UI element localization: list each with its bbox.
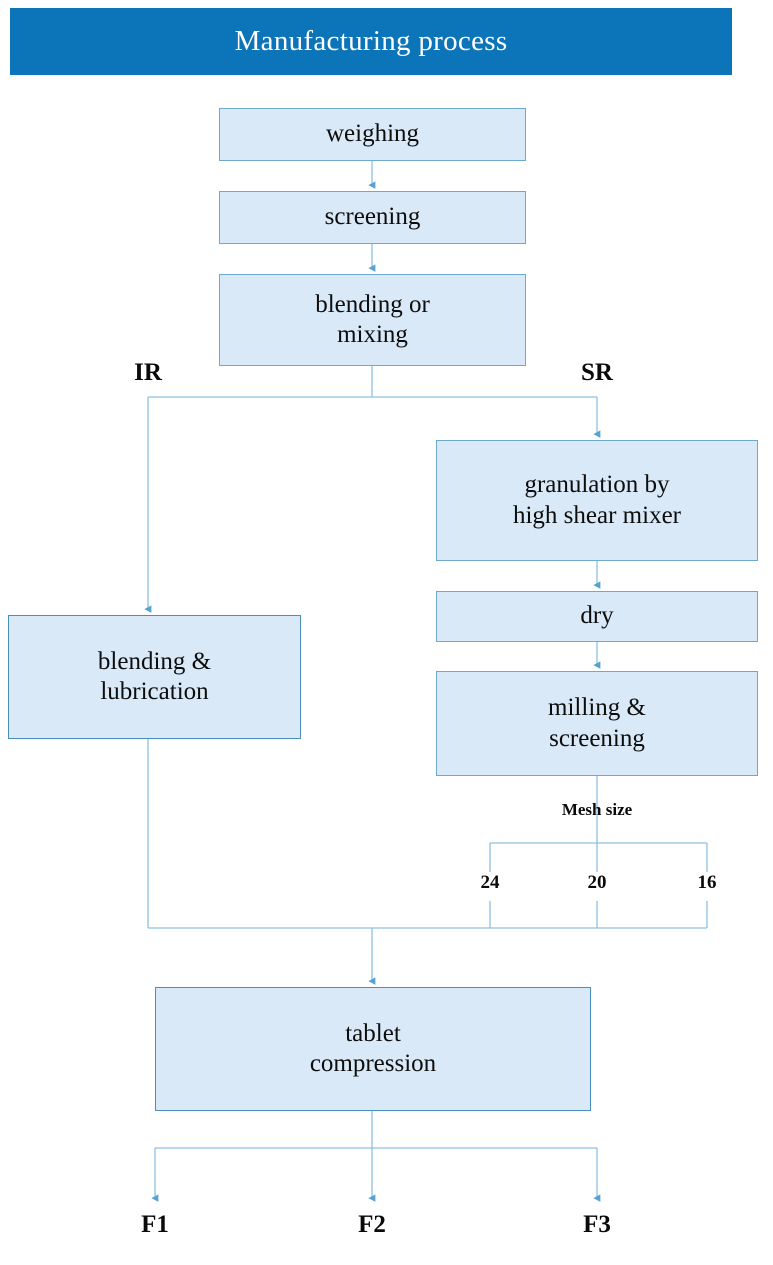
node-blending-lubrication-label: blending & lubrication xyxy=(92,647,217,708)
node-dry[interactable]: dry xyxy=(436,591,758,642)
mesh-size-20: 20 xyxy=(587,872,607,893)
node-blending-or-mixing[interactable]: blending or mixing xyxy=(219,274,526,366)
page-title: Manufacturing process xyxy=(234,25,508,57)
node-milling-screening-line1: milling & xyxy=(548,694,646,721)
node-blending-lubrication[interactable]: blending & lubrication xyxy=(8,615,301,739)
node-milling-screening[interactable]: milling & screening xyxy=(436,671,758,776)
output-f3: F3 xyxy=(583,1211,611,1238)
node-granulation-line2: high shear mixer xyxy=(512,501,681,529)
header-bar: Manufacturing process xyxy=(10,8,732,75)
mesh-size-title: Mesh size xyxy=(561,800,633,819)
node-granulation-label: granulation by high shear mixer xyxy=(507,470,687,531)
node-tablet-compression-line2: compression xyxy=(309,1050,437,1077)
node-blending-lubrication-line2: lubrication xyxy=(100,678,209,705)
node-milling-screening-label: milling & screening xyxy=(542,693,652,754)
node-weighing[interactable]: weighing xyxy=(219,108,526,161)
node-tablet-compression-line1: tablet xyxy=(345,1019,401,1047)
node-tablet-compression[interactable]: tablet compression xyxy=(155,987,591,1111)
node-granulation[interactable]: granulation by high shear mixer xyxy=(436,440,758,561)
node-granulation-line1: granulation by xyxy=(524,471,670,498)
node-tablet-compression-label: tablet compression xyxy=(304,1019,442,1080)
node-screening-label: screening xyxy=(324,203,421,231)
node-weighing-label: weighing xyxy=(325,120,420,148)
node-blending-or-mixing-label: blending or mixing xyxy=(309,290,436,351)
branch-label-sr: SR xyxy=(581,359,613,386)
output-f1: F1 xyxy=(141,1211,169,1238)
node-screening[interactable]: screening xyxy=(219,191,526,244)
node-blending-or-mixing-line2: mixing xyxy=(337,321,408,348)
branch-label-ir: IR xyxy=(134,359,162,386)
node-milling-screening-line2: screening xyxy=(549,724,645,752)
output-f2: F2 xyxy=(358,1211,386,1238)
mesh-size-16: 16 xyxy=(697,872,717,893)
node-blending-or-mixing-line1: blending or xyxy=(315,290,430,318)
node-dry-label: dry xyxy=(580,602,614,630)
node-blending-lubrication-line1: blending & xyxy=(97,647,212,675)
mesh-size-24: 24 xyxy=(480,872,500,893)
